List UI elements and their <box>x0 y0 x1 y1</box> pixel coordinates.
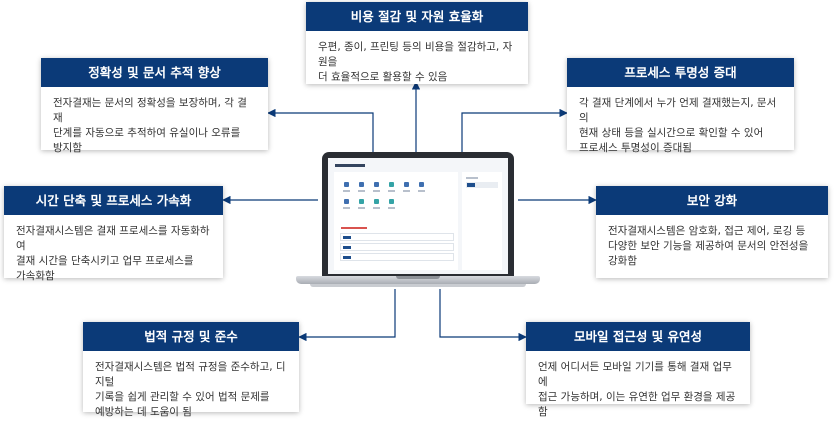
card-line: 언제 어디서든 모바일 기기를 통해 결재 업무에 <box>538 361 732 388</box>
card-line: 방지함 <box>53 142 82 154</box>
screen-list-row <box>340 243 454 251</box>
card-line: 현재 상태 등을 실시간으로 확인할 수 있어 <box>579 127 764 139</box>
card-security: 보안 강화 전자결재시스템은 암호화, 접근 제어, 로깅 등 다양한 보안 기… <box>596 186 828 278</box>
connector-layer <box>222 81 597 342</box>
card-accuracy-tracking: 정확성 및 문서 추적 향상 전자결재는 문서의 정확성을 보장하며, 각 결재… <box>41 58 268 154</box>
laptop-notch <box>396 276 440 279</box>
card-title: 보안 강화 <box>596 186 828 215</box>
laptop-lid <box>322 152 514 280</box>
card-line: 강화함 <box>608 255 637 267</box>
screen-icon-label <box>358 207 365 209</box>
card-line: 가속화함 <box>16 270 55 282</box>
screen-icon-label <box>358 190 365 192</box>
card-line: 결재 시간을 단축시키고 업무 프로세스를 <box>16 255 194 267</box>
arrow-to-legal <box>298 289 396 342</box>
arrow-to-accuracy <box>267 108 374 152</box>
arrow-to-transparency <box>461 108 568 152</box>
card-line: 기록을 쉽게 관리할 수 있어 법적 문제를 <box>95 391 270 403</box>
card-process-transparency: 프로세스 투명성 증대 각 결재 단계에서 누가 언제 결재했는지, 문서의 현… <box>567 58 794 154</box>
laptop-illustration <box>296 152 540 289</box>
screen-icon-label <box>343 190 350 192</box>
screen-app-icon <box>419 182 424 187</box>
arrow-to-mobile <box>439 289 527 342</box>
card-description: 전자결재시스템은 암호화, 접근 제어, 로깅 등 다양한 보안 기능을 제공하… <box>596 215 828 275</box>
card-line: 우편, 종이, 프린팅 등의 비용을 절감하고, 자원을 <box>318 41 513 68</box>
screen-app-icon <box>344 182 349 187</box>
screen-icon-label <box>388 207 395 209</box>
screen-list-row <box>340 233 454 241</box>
screen-icon-label <box>343 207 350 209</box>
card-description: 각 결재 단계에서 누가 언제 결재했는지, 문서의 현재 상태 등을 실시간으… <box>567 87 794 162</box>
screen-icon-label <box>388 190 395 192</box>
card-line: 더 효율적으로 활용할 수 있음 <box>318 71 448 83</box>
card-legal-compliance: 법적 규정 및 준수 전자결재시스템은 법적 규정을 준수하고, 디지털 기록을… <box>83 322 299 418</box>
screen-app-icon <box>359 199 364 204</box>
screen-app-icon <box>404 182 409 187</box>
card-time-reduction: 시간 단축 및 프로세스 가속화 전자결재시스템은 결재 프로세스를 자동화하여… <box>4 186 223 282</box>
card-line: 예방하는 데 도움이 됨 <box>95 406 192 418</box>
screen-list-row <box>340 253 454 261</box>
card-title: 모바일 접근성 및 유연성 <box>526 322 750 351</box>
card-title: 시간 단축 및 프로세스 가속화 <box>4 186 223 215</box>
screen-side-label <box>466 177 478 179</box>
screen-icon-label <box>418 190 425 192</box>
screen-side-panel <box>462 172 502 270</box>
card-description: 우편, 종이, 프린팅 등의 비용을 절감하고, 자원을 더 효율적으로 활용할… <box>306 31 528 91</box>
card-line: 다양한 보안 기능을 제공하여 문서의 안전성을 <box>608 240 809 252</box>
card-line: 전자결재는 문서의 정확성을 보장하며, 각 결재 <box>53 97 247 124</box>
screen-app-icon <box>344 199 349 204</box>
screen-side-button <box>466 182 498 188</box>
card-cost-reduction: 비용 절감 및 자원 효율화 우편, 종이, 프린팅 등의 비용을 절감하고, … <box>306 2 528 84</box>
card-line: 각 결재 단계에서 누가 언제 결재했는지, 문서의 <box>579 97 777 124</box>
screen-app-icon <box>374 182 379 187</box>
card-title: 비용 절감 및 자원 효율화 <box>306 2 528 31</box>
card-description: 전자결재시스템은 법적 규정을 준수하고, 디지털 기록을 쉽게 관리할 수 있… <box>83 351 299 426</box>
card-description: 전자결재는 문서의 정확성을 보장하며, 각 결재 단계를 자동으로 추적하여 … <box>41 87 268 162</box>
card-description: 전자결재시스템은 결재 프로세스를 자동화하여 결재 시간을 단축시키고 업무 … <box>4 215 223 290</box>
screen-title-bar <box>335 164 365 167</box>
card-mobile-access: 모바일 접근성 및 유연성 언제 어디서든 모바일 기기를 통해 결재 업무에 … <box>526 322 750 418</box>
card-line: 전자결재시스템은 암호화, 접근 제어, 로깅 등 <box>608 225 806 237</box>
laptop-base <box>296 276 540 284</box>
card-title: 프로세스 투명성 증대 <box>567 58 794 87</box>
card-line: 프로세스 투명성이 증대됨 <box>579 142 692 154</box>
card-line: 단계를 자동으로 추적하여 유실이나 오류를 <box>53 127 241 139</box>
screen-app-icon <box>389 199 394 204</box>
card-line: 접근 가능하며, 이는 유연한 업무 환경을 제공함 <box>538 391 736 418</box>
screen-icon-label <box>403 190 410 192</box>
screen-icon-label <box>373 190 380 192</box>
screen-main-panel <box>334 172 458 270</box>
screen-alert-line <box>341 227 367 229</box>
card-title: 법적 규정 및 준수 <box>83 322 299 351</box>
screen-app-icon <box>359 182 364 187</box>
screen-app-icon <box>389 182 394 187</box>
screen-icon-label <box>373 207 380 209</box>
card-line: 전자결재시스템은 결재 프로세스를 자동화하여 <box>16 225 210 252</box>
card-description: 언제 어디서든 모바일 기기를 통해 결재 업무에 접근 가능하며, 이는 유연… <box>526 351 750 426</box>
screen-app-icon <box>374 199 379 204</box>
laptop-foot <box>310 284 526 287</box>
card-line: 전자결재시스템은 법적 규정을 준수하고, 디지털 <box>95 361 286 388</box>
card-title: 정확성 및 문서 추적 향상 <box>41 58 268 87</box>
laptop-screen <box>328 158 508 274</box>
